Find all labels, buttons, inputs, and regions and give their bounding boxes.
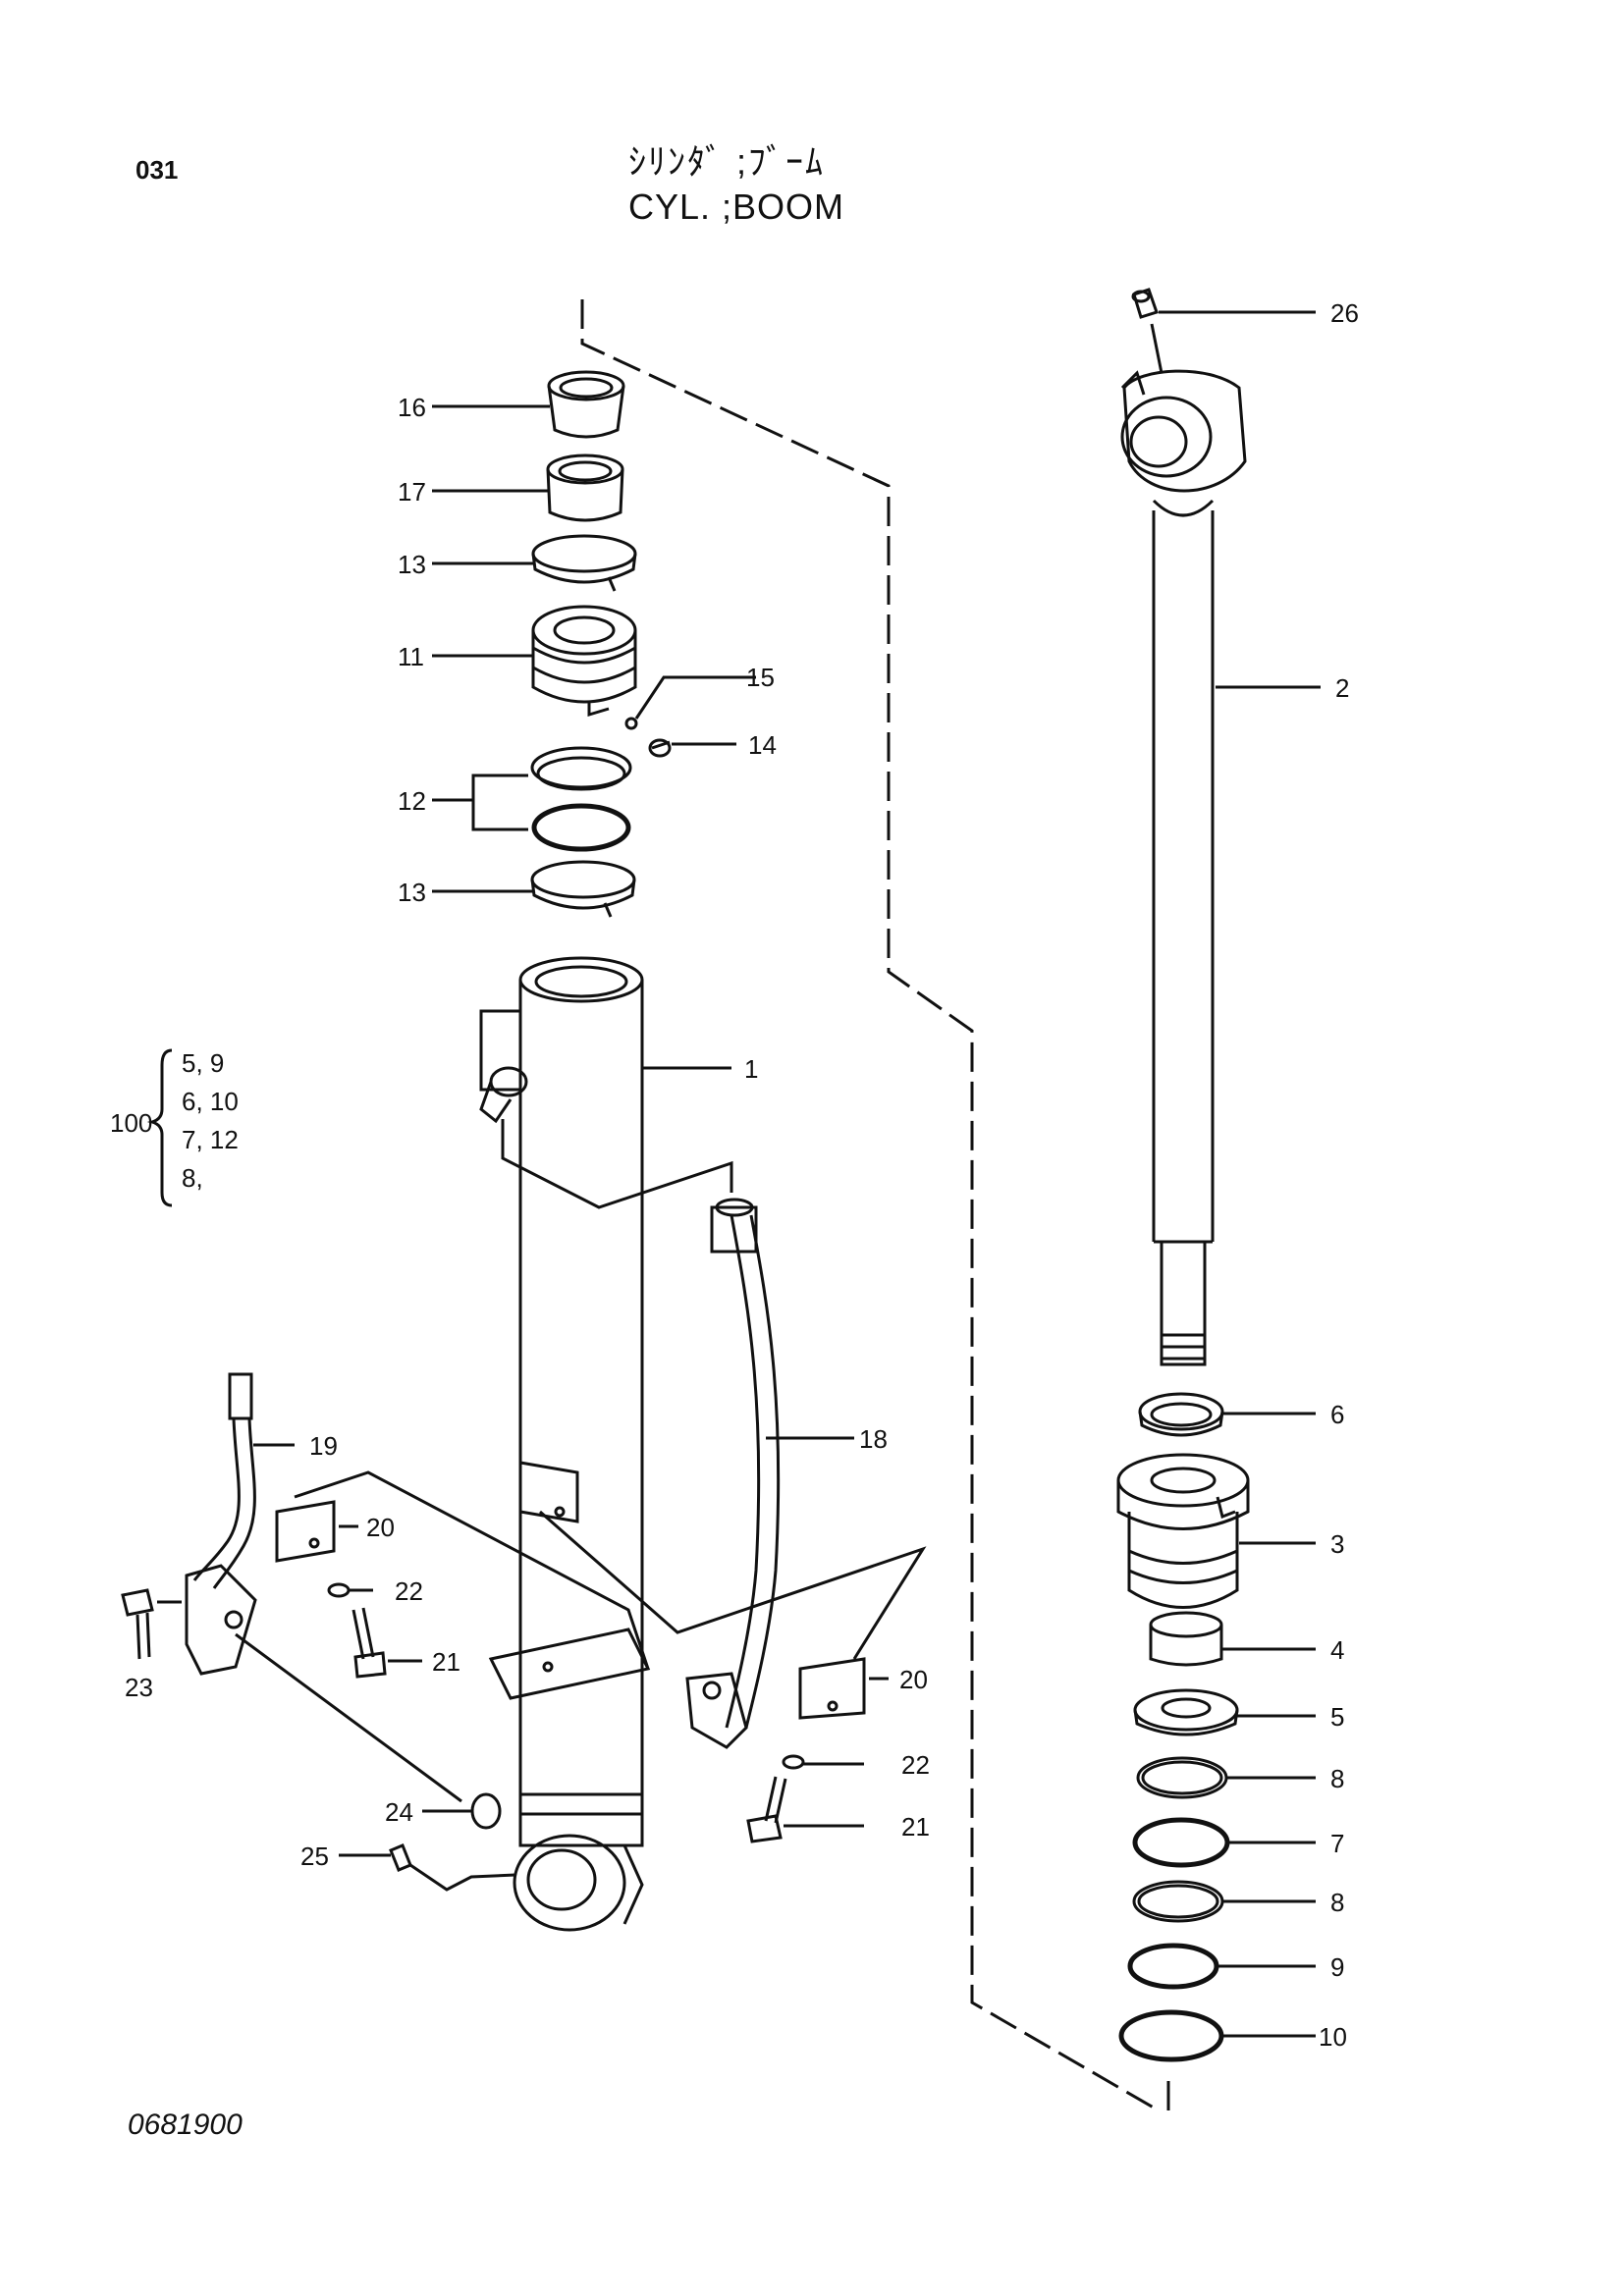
part-20-clamp-right: [798, 1657, 866, 1720]
callout-3: 3: [1330, 1529, 1344, 1559]
part-13-ring-upper: [531, 534, 637, 592]
callout-19: 19: [309, 1431, 338, 1461]
callout-22-right: 22: [901, 1750, 930, 1780]
part-12-seal-set: [530, 746, 632, 852]
part-26-grease-nipple: [1131, 288, 1159, 319]
part-10-seal-ring: [1118, 2009, 1224, 2062]
title-english: CYL. ;BOOM: [628, 187, 845, 227]
part-21-bolt-left: [352, 1607, 387, 1679]
callout-26: 26: [1330, 298, 1359, 328]
assembly-path-line: [580, 299, 1160, 2112]
part-19-hydraulic-pipe: [185, 1372, 257, 1676]
kit-brace: [146, 1048, 173, 1207]
callout-21-left: 21: [432, 1647, 460, 1677]
part-7-o-ring: [1132, 1817, 1230, 1868]
part-23-bolt: [121, 1588, 154, 1660]
callout-4: 4: [1330, 1635, 1344, 1665]
callout-23: 23: [125, 1673, 153, 1702]
callout-labels: 16 17 13 11 15 14 12 13 1 18 19 20 22 21…: [125, 298, 1359, 2052]
callout-13-lower: 13: [398, 878, 426, 907]
callout-1: 1: [744, 1054, 758, 1084]
kit-row: 5, 9: [182, 1048, 224, 1078]
callout-6: 6: [1330, 1400, 1344, 1429]
kit-number: 100: [110, 1108, 152, 1138]
callout-20-left: 20: [366, 1513, 395, 1542]
part-1-cylinder-tube: [479, 956, 651, 1932]
kit-row: 6, 10: [182, 1087, 239, 1116]
part-22-washer-left: [327, 1582, 351, 1598]
callout-16: 16: [398, 393, 426, 422]
part-25-grease-fitting: [389, 1843, 412, 1872]
kit-row: 7, 12: [182, 1125, 239, 1154]
callout-2: 2: [1335, 673, 1349, 703]
callout-14: 14: [748, 730, 777, 760]
part-8-backup-ring-lower: [1132, 1880, 1224, 1923]
part-24-o-ring: [470, 1792, 502, 1830]
callout-10: 10: [1319, 2022, 1347, 2052]
callout-13-upper: 13: [398, 550, 426, 579]
callout-22-left: 22: [395, 1576, 423, 1606]
part-20-clamp-left: [275, 1500, 336, 1563]
part-8-backup-ring-upper: [1136, 1756, 1228, 1799]
callout-25: 25: [300, 1842, 329, 1871]
callout-18: 18: [859, 1424, 888, 1454]
part-14-set-screw: [648, 738, 672, 758]
callout-24: 24: [385, 1797, 413, 1827]
part-15-steel-ball: [624, 717, 638, 730]
part-2-piston-rod: [1120, 369, 1247, 1366]
callout-7: 7: [1330, 1829, 1344, 1858]
callout-9: 9: [1330, 1952, 1344, 1982]
part-6-nut: [1138, 1392, 1224, 1437]
part-3-piston: [1116, 1453, 1250, 1609]
page-number: 031: [135, 155, 179, 185]
callout-12: 12: [398, 786, 426, 816]
part-9-seal-ring: [1127, 1943, 1219, 1990]
part-22-washer-right: [782, 1754, 805, 1770]
part-11-rod-head: [531, 605, 637, 718]
callout-8-upper: 8: [1330, 1764, 1344, 1793]
part-16-bushing: [547, 370, 625, 439]
part-17-bushing: [546, 454, 624, 522]
part-4-cushion-ring: [1149, 1611, 1223, 1667]
title-japanese: ｼﾘﾝﾀﾞ ;ﾌﾞｰﾑ: [628, 141, 826, 182]
part-5-cushion-seal: [1133, 1688, 1239, 1736]
callout-20-right: 20: [899, 1665, 928, 1694]
callout-15: 15: [746, 663, 775, 692]
callout-5: 5: [1330, 1702, 1344, 1732]
part-18-hydraulic-pipe: [685, 1198, 781, 1749]
kit-group: 100 5, 9 6, 10 7, 12 8,: [110, 1048, 239, 1193]
callout-21-right: 21: [901, 1812, 930, 1842]
drawing-number: 0681900: [128, 2109, 243, 2141]
kit-row: 8,: [182, 1163, 203, 1193]
part-21-bolt-right: [746, 1776, 787, 1843]
callout-11: 11: [398, 642, 424, 671]
part-13-ring-lower: [530, 860, 636, 918]
callout-8-lower: 8: [1330, 1888, 1344, 1917]
callout-17: 17: [398, 477, 426, 507]
